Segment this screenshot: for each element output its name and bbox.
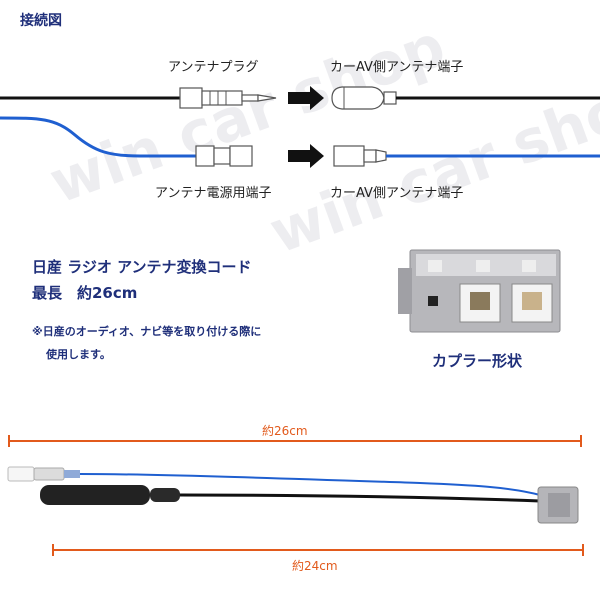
- car-av-antenna-terminal-label: カーAV側アンテナ端子: [330, 60, 464, 75]
- connection-diagram: [0, 86, 600, 168]
- car-av-antenna-terminal-label-2: カーAV側アンテナ端子: [330, 186, 464, 201]
- car-av-antenna-terminal-icon: [331, 86, 397, 110]
- top-dimension-line: [8, 435, 582, 447]
- product-note-line2: 使用します。: [46, 348, 111, 361]
- product-length: 最長 約26cm: [32, 284, 138, 302]
- bottom-dimension-line: [52, 544, 584, 556]
- cable-product-illustration: [7, 466, 579, 524]
- antenna-power-terminal-label: アンテナ電源用端子: [155, 186, 272, 201]
- car-av-power-terminal-icon: [333, 145, 387, 167]
- coupler-label: カプラー形状: [432, 352, 523, 370]
- antenna-power-terminal-icon: [195, 145, 253, 167]
- bottom-length-label: 約24cm: [292, 559, 338, 573]
- antenna-plug-label: アンテナプラグ: [168, 60, 259, 75]
- product-title: 日産 ラジオ アンテナ変換コード: [32, 258, 252, 276]
- arrow-right-icon: [288, 86, 324, 110]
- blue-cable-left: [0, 116, 196, 158]
- product-note-line1: ※日産のオーディオ、ナビ等を取り付ける際に: [32, 325, 262, 338]
- antenna-plug-icon: [179, 87, 277, 109]
- page-title: 接続図: [20, 13, 62, 29]
- coupler-illustration: [398, 249, 561, 333]
- arrow-right-icon-2: [288, 144, 324, 168]
- top-length-label: 約26cm: [262, 424, 308, 438]
